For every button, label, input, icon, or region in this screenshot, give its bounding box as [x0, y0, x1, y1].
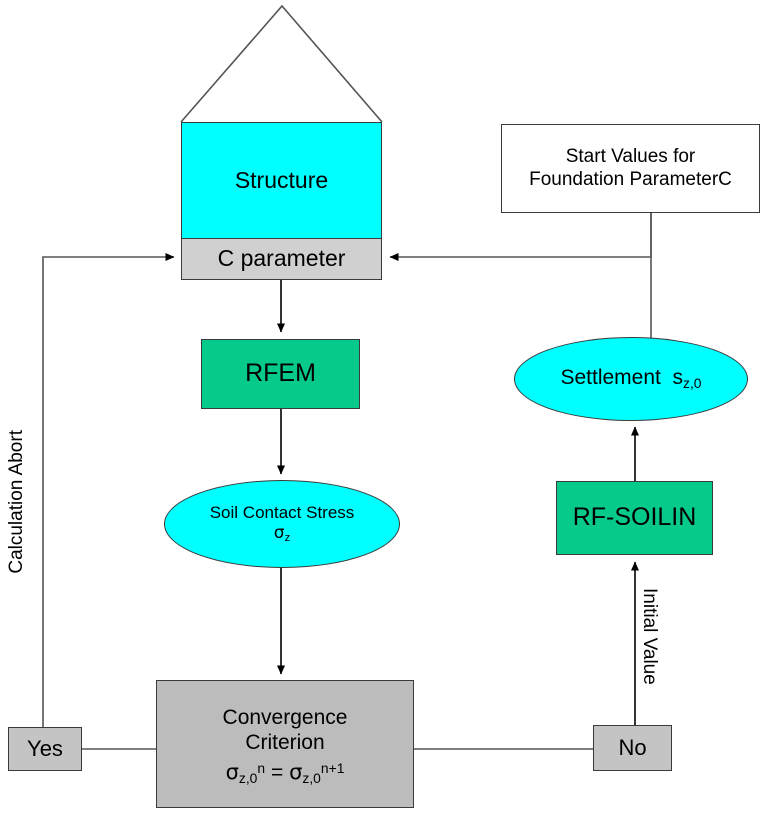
settlement-label: Settlement sz,0 — [560, 366, 701, 391]
formula-right-sub: z,0 — [302, 769, 321, 786]
node-settlement[interactable]: Settlement sz,0 — [514, 337, 748, 421]
yes-label: Yes — [27, 736, 63, 762]
formula-right-sigma: σ — [289, 759, 303, 784]
node-rfem[interactable]: RFEM — [201, 339, 360, 409]
structure-roof-icon — [180, 4, 383, 123]
no-label: No — [618, 735, 647, 761]
formula-left-sub: z,0 — [238, 769, 258, 786]
node-yes[interactable]: Yes — [8, 727, 82, 771]
convergence-line1: Convergence — [222, 706, 348, 729]
formula-left-sigma: σ — [225, 759, 239, 784]
rf-soilin-label: RF-SOILIN — [572, 503, 697, 532]
node-rf-soilin[interactable]: RF-SOILIN — [556, 481, 713, 555]
node-soil-contact-stress[interactable]: Soil Contact Stress σz — [164, 480, 400, 568]
node-convergence-criterion[interactable]: Convergence Criterion σz,0n = σz,0n+1 — [156, 680, 414, 808]
formula-operator: = — [270, 760, 284, 784]
edge-label-initial-value: Initial Value — [639, 588, 660, 685]
node-start-values[interactable]: Start Values for Foundation ParameterC — [501, 124, 760, 213]
start-values-line2: Foundation ParameterC — [529, 168, 732, 190]
rfem-label: RFEM — [245, 359, 316, 388]
settlement-symbol: s — [672, 366, 684, 390]
edge-yes-to-cparameter — [42, 253, 175, 727]
node-structure[interactable]: Structure — [181, 122, 382, 239]
edge-label-calculation-abort: Calculation Abort — [6, 430, 27, 574]
soil-stress-symbol: σz — [274, 523, 290, 545]
structure-label: Structure — [234, 167, 329, 194]
sigma-subscript: z — [284, 531, 291, 544]
start-values-line1: Start Values for — [565, 146, 696, 168]
node-no[interactable]: No — [593, 725, 672, 771]
convergence-formula: σz,0n = σz,0n+1 — [226, 760, 345, 786]
formula-left-sup: n — [257, 759, 266, 776]
edge-startvalues-to-cparameter — [389, 213, 652, 340]
sigma-glyph: σ — [273, 522, 285, 543]
formula-right-sup: n+1 — [320, 759, 345, 776]
node-c-parameter[interactable]: C parameter — [181, 238, 382, 280]
settlement-text: Settlement — [560, 366, 661, 390]
c-parameter-label: C parameter — [217, 245, 346, 272]
settlement-subscript: z,0 — [683, 375, 702, 392]
soil-stress-line1: Soil Contact Stress — [209, 502, 355, 522]
convergence-line2: Criterion — [245, 730, 325, 754]
